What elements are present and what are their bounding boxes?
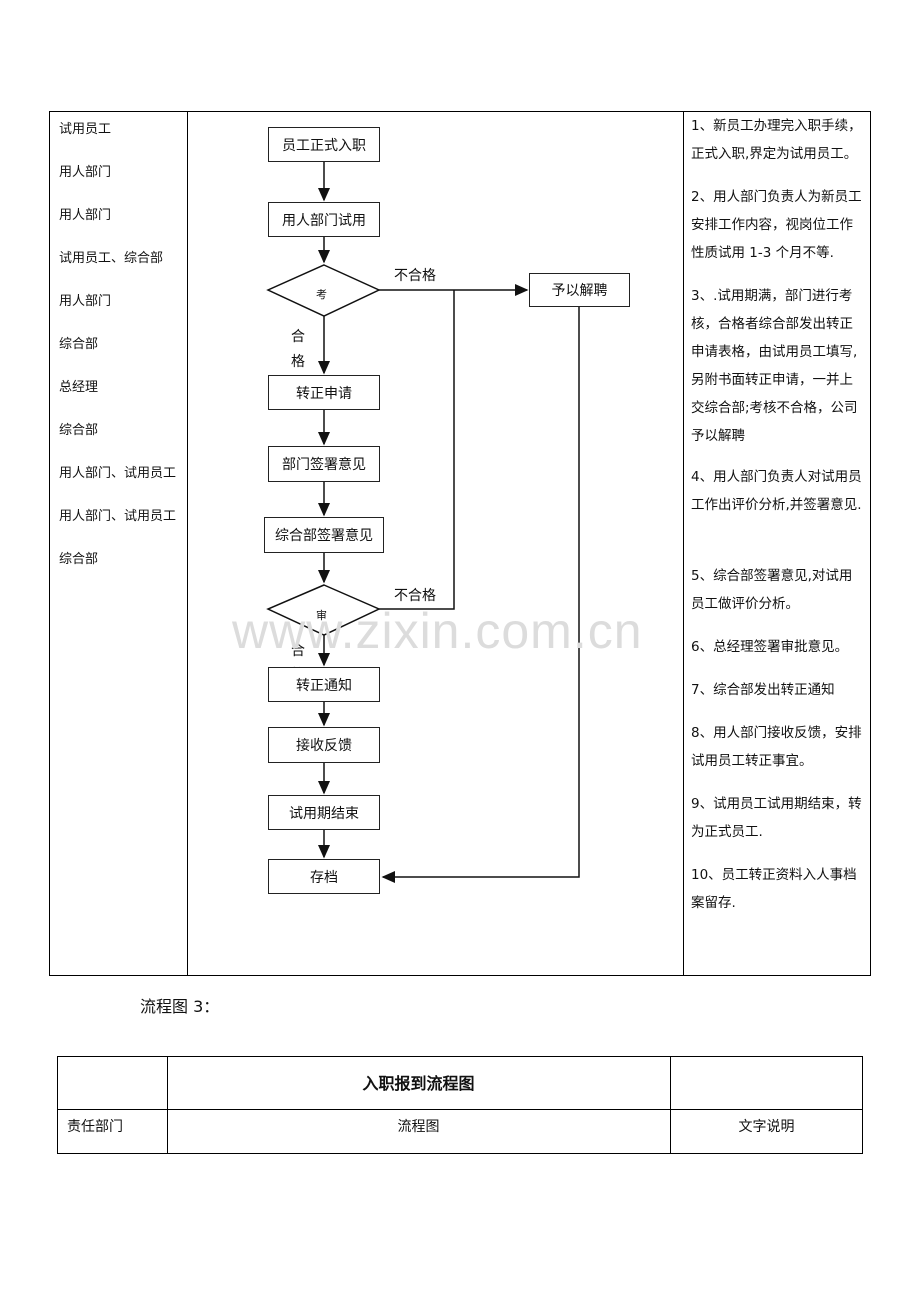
note-item: 7、综合部发出转正通知 [691, 682, 835, 698]
onboarding-table [57, 1056, 863, 1154]
note-item: 8、用人部门接收反馈，安排试用员工转正事宜。 [691, 725, 862, 769]
step-apply: 转正申请 [268, 375, 380, 410]
step-archive: 存档 [268, 859, 380, 894]
note-item: 10、员工转正资料入人事档案留存. [691, 867, 857, 911]
table-title: 入职报到流程图 [362, 1074, 475, 1093]
process-table [49, 111, 871, 976]
column-divider [167, 1056, 168, 1154]
department-label: 综合部 [59, 552, 99, 567]
flow-connectors [266, 162, 580, 883]
note-item: 3、.试用期满，部门进行考核，合格者综合部发出转正申请表格，由试用员工填写,另附… [691, 288, 858, 444]
review-diamond-label: 审 [316, 609, 327, 622]
department-label: 综合部 [59, 423, 99, 438]
department-label: 用人部门、试用员工 [59, 509, 177, 524]
department-label: 用人部门 [59, 165, 112, 180]
step-dept-trial: 用人部门试用 [268, 202, 380, 237]
fail-label: 不合格 [394, 268, 436, 284]
step-dept-sign: 部门签署意见 [268, 446, 380, 482]
note-item: 5、综合部签署意见,对试用员工做评价分析。 [691, 568, 853, 612]
column-divider [187, 111, 188, 976]
note-item: 6、总经理签署审批意见。 [691, 639, 849, 655]
department-label: 用人部门 [59, 294, 112, 309]
column-divider [683, 111, 684, 976]
department-label: 试用员工、综合部 [59, 251, 164, 266]
step-dismiss: 予以解聘 [529, 273, 630, 307]
assess-diamond-label: 考 [316, 288, 327, 301]
department-label: 用人部门 [59, 208, 112, 223]
column-divider [670, 1056, 671, 1154]
pass-label: 合 [291, 329, 305, 345]
pass-label: 合 [291, 643, 305, 659]
assess-diamond [266, 264, 381, 317]
note-item: 4、用人部门负责人对试用员工作出评价分析,并签署意见. [691, 469, 862, 513]
pass-label: 格 [291, 354, 305, 370]
fail-return-line [379, 290, 455, 610]
department-label: 用人部门、试用员工 [59, 466, 177, 481]
step-start: 员工正式入职 [268, 127, 380, 162]
department-label: 试用员工 [59, 122, 112, 137]
figure-caption: 流程图 3： [140, 997, 220, 1016]
step-feedback: 接收反馈 [268, 727, 380, 763]
header-flowchart: 流程图 [397, 1119, 440, 1135]
dismiss-to-archive-arrow [381, 307, 580, 883]
fail-label: 不合格 [394, 588, 436, 604]
note-item: 2、用人部门负责人为新员工安排工作内容，视岗位工作性质试用 1-3 个月不等. [691, 189, 862, 261]
department-label: 综合部 [59, 337, 99, 352]
step-admin-sign: 综合部签署意见 [264, 517, 384, 553]
row-divider [57, 1109, 863, 1110]
watermark: www.zixin.com.cn [232, 603, 643, 659]
step-notice: 转正通知 [268, 667, 380, 702]
header-department: 责任部门 [67, 1119, 123, 1135]
note-item: 9、试用员工试用期结束，转为正式员工. [691, 796, 862, 840]
department-label: 总经理 [59, 380, 99, 395]
note-item: 1、新员工办理完入职手续，正式入职,界定为试用员工。 [691, 118, 862, 162]
header-description: 文字说明 [738, 1119, 795, 1135]
step-trial-end: 试用期结束 [268, 795, 380, 830]
review-diamond [266, 584, 381, 636]
